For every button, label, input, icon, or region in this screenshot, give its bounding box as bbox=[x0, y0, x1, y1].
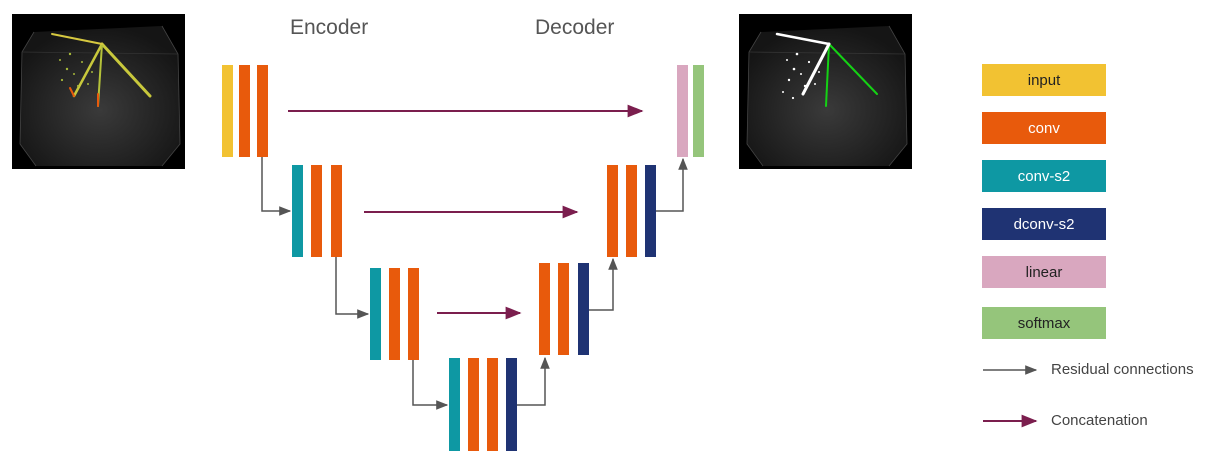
legend-label: input bbox=[1027, 71, 1061, 89]
residual-arrow bbox=[261, 157, 292, 216]
decoder-level-3 bbox=[539, 263, 589, 355]
bottleneck bbox=[449, 358, 517, 451]
3d-event-display-input-icon bbox=[12, 14, 185, 169]
legend-arrows bbox=[983, 365, 1038, 428]
layer-conv bbox=[389, 268, 400, 360]
residual-arrow bbox=[517, 356, 550, 406]
legend-conv: conv bbox=[982, 112, 1106, 144]
residual-arrow bbox=[589, 257, 618, 311]
layer-softmax bbox=[693, 65, 704, 157]
encoder-heading: Encoder bbox=[290, 16, 369, 39]
layer-conv-s2 bbox=[449, 358, 460, 451]
layer-dconv-s2 bbox=[506, 358, 517, 451]
legend-linear: linear bbox=[982, 256, 1106, 288]
layer-conv bbox=[468, 358, 479, 451]
layer-conv bbox=[331, 165, 342, 257]
layer-conv bbox=[487, 358, 498, 451]
layer-linear bbox=[677, 65, 688, 157]
layer-conv bbox=[408, 268, 419, 360]
layer-dconv-s2 bbox=[578, 263, 589, 355]
layer-conv bbox=[607, 165, 618, 257]
legend-label: softmax bbox=[1017, 314, 1071, 332]
input-hits bbox=[59, 52, 93, 88]
legend-label: conv-s2 bbox=[1017, 167, 1071, 185]
layer-conv bbox=[257, 65, 268, 157]
legend-dconv-s2: dconv-s2 bbox=[982, 208, 1106, 240]
legend-label: linear bbox=[1025, 263, 1063, 281]
3d-event-display-output-icon bbox=[739, 14, 912, 169]
legend-label: dconv-s2 bbox=[1013, 215, 1075, 233]
layer-conv bbox=[239, 65, 250, 157]
decoder-output bbox=[677, 65, 704, 157]
output-hits bbox=[782, 52, 820, 100]
layer-conv-s2 bbox=[370, 268, 381, 360]
input-event-image bbox=[12, 14, 185, 169]
legend-conv-s2: conv-s2 bbox=[982, 160, 1106, 192]
decoder-heading: Decoder bbox=[535, 16, 615, 39]
input-tracks bbox=[51, 33, 152, 107]
residual-arrow bbox=[335, 257, 370, 319]
output-tracks bbox=[775, 32, 878, 107]
output-event-image bbox=[739, 14, 912, 169]
concatenation-connections bbox=[288, 104, 644, 320]
encoder-level-1 bbox=[222, 65, 268, 157]
legend-input: input bbox=[982, 64, 1106, 96]
residual-connections bbox=[261, 157, 688, 410]
encoder-level-2 bbox=[292, 165, 342, 257]
layer-conv-s2 bbox=[292, 165, 303, 257]
layer-dconv-s2 bbox=[645, 165, 656, 257]
encoder-level-3 bbox=[370, 268, 419, 360]
legend-softmax: softmax bbox=[982, 307, 1106, 339]
legend-label: conv bbox=[1028, 119, 1060, 137]
residual-arrow bbox=[656, 157, 688, 212]
layer-conv bbox=[558, 263, 569, 355]
layer-conv bbox=[311, 165, 322, 257]
residual-arrow bbox=[412, 360, 449, 410]
legend-residual-label: Residual connections bbox=[1051, 361, 1194, 378]
layer-conv bbox=[539, 263, 550, 355]
decoder-level-2 bbox=[607, 165, 656, 257]
layer-input bbox=[222, 65, 233, 157]
layer-conv bbox=[626, 165, 637, 257]
legend-concat-label: Concatenation bbox=[1051, 412, 1148, 429]
